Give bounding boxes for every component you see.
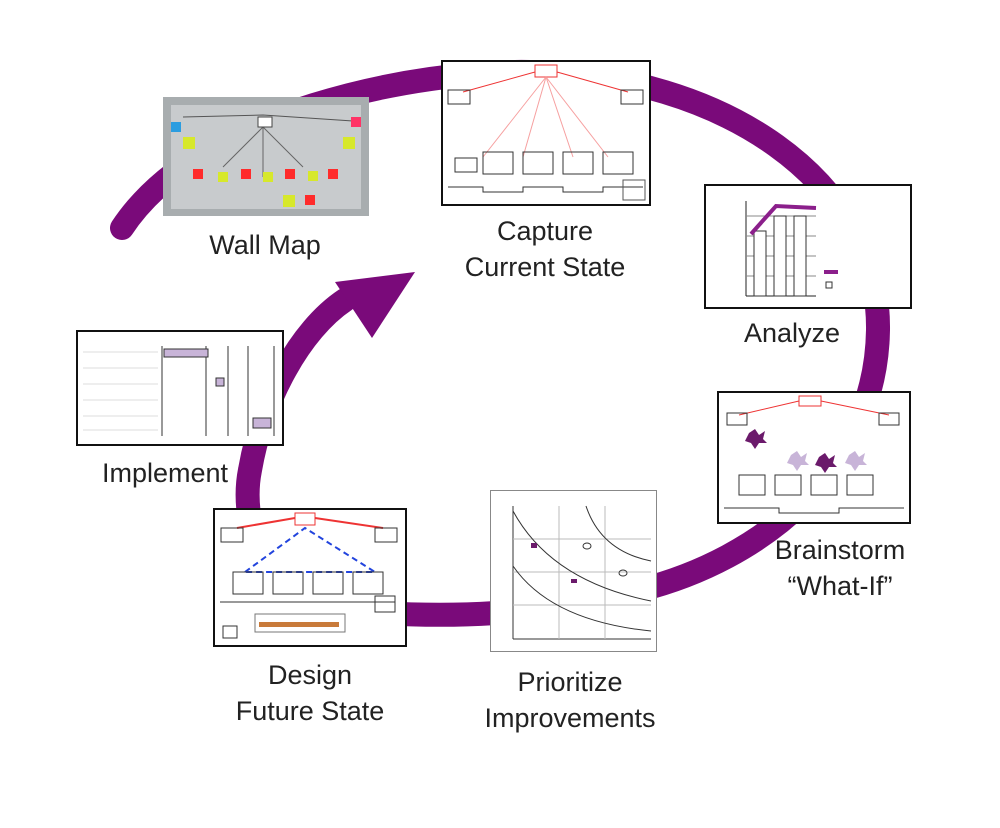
- wall-map-image: [163, 97, 369, 216]
- implementation-plan-image: [76, 330, 284, 446]
- what-if-map-image: [717, 391, 911, 524]
- step-label-wall-map: Wall Map: [209, 230, 321, 260]
- step-label-prioritize: Prioritize Improvements: [484, 667, 656, 733]
- future-state-map-image: [213, 508, 407, 647]
- step-label-capture: Capture Current State: [464, 216, 626, 282]
- cycle-arrowhead: [335, 272, 415, 338]
- analysis-chart-image: [704, 184, 912, 309]
- step-label-implement: Implement: [101, 458, 229, 488]
- step-label-brainstorm: Brainstorm “What-If”: [774, 535, 906, 601]
- step-label-analyze: Analyze: [743, 318, 841, 348]
- current-state-map-image: [441, 60, 651, 206]
- step-label-design: Design Future State: [235, 660, 385, 726]
- priority-matrix-image: [490, 490, 657, 652]
